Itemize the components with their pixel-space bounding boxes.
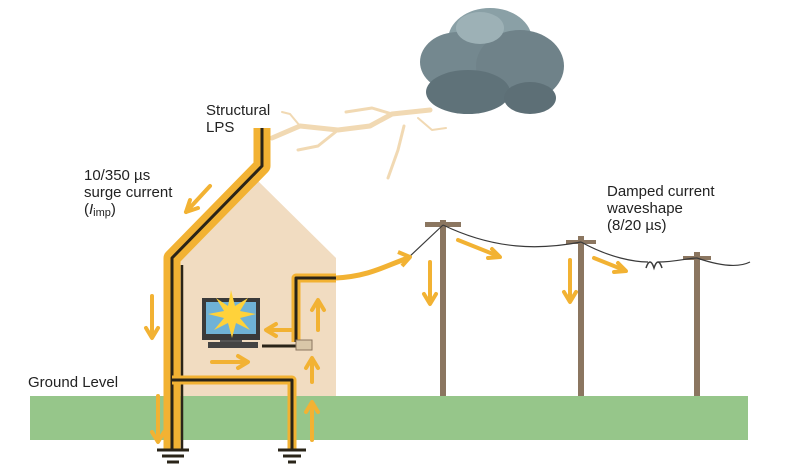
earth-ground-icon	[278, 448, 306, 464]
damped-current-label-line1: Damped current	[607, 183, 715, 200]
surge-current-close-paren: )	[110, 201, 116, 218]
surge-current-subscript: imp	[93, 207, 111, 219]
damped-current-label: Damped current waveshape (8/20 µs)	[607, 183, 715, 234]
lightning-bolt-icon	[269, 106, 447, 180]
utility-pole	[425, 220, 461, 396]
earth-ground-icon	[157, 448, 189, 464]
bonding-conductors	[172, 273, 336, 450]
structural-lps-conductor	[163, 128, 271, 450]
ground-band	[30, 396, 748, 440]
surge-current-open-paren: (	[84, 201, 89, 218]
service-line-arrowhead	[397, 250, 412, 268]
surge-current-label-line1: 10/350 µs	[84, 167, 151, 184]
structural-lps-label-line1: Structural	[206, 102, 271, 119]
overhead-line	[407, 224, 751, 271]
current-flow-arrows	[144, 184, 628, 444]
service-line	[335, 255, 409, 281]
surge-current-label-line3: (Iimp)	[84, 201, 172, 222]
ground-level-label: Ground Level	[28, 374, 119, 391]
computer-icon	[202, 290, 260, 348]
damped-current-label-line3: (8/20 µs)	[607, 217, 667, 234]
structural-lps-label: Structural LPS	[206, 102, 270, 136]
damped-current-label-line2: waveshape	[607, 200, 683, 217]
surge-current-label: 10/350 µs surge current (Iimp)	[84, 167, 172, 222]
surge-protective-device	[295, 339, 313, 351]
surge-current-label-line2: surge current	[84, 184, 173, 201]
surge-current-symbol: I	[89, 201, 94, 218]
spark-icon	[208, 290, 256, 338]
structural-lps-label-line2: LPS	[206, 119, 235, 136]
storm-cloud-icon	[420, 8, 564, 114]
utility-pole	[683, 252, 711, 396]
